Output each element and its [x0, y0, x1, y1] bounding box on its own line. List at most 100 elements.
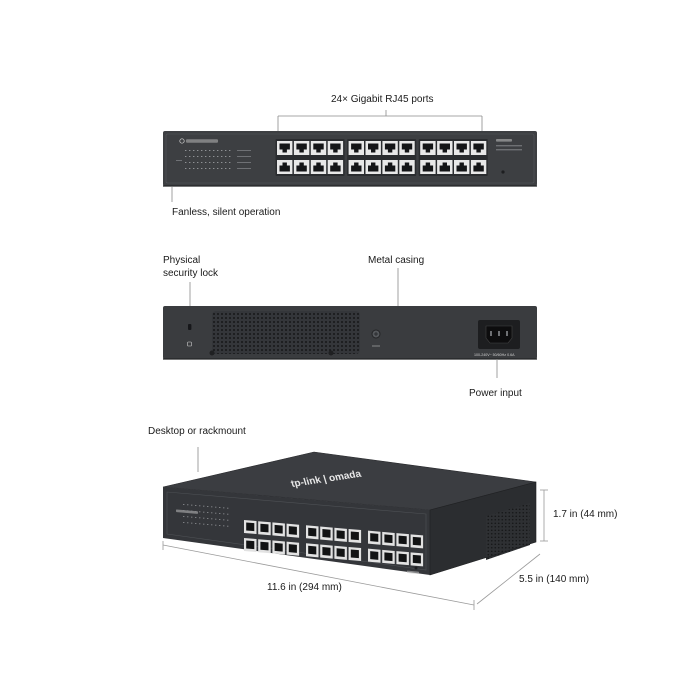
- iso-led: [203, 517, 205, 519]
- iso-led: [199, 523, 201, 525]
- rj45-port: [327, 160, 344, 174]
- rj45-port: [382, 160, 398, 174]
- rj45-port: [454, 141, 470, 155]
- iso-led: [195, 523, 197, 524]
- iso-rj45-port: [306, 525, 319, 540]
- iso-led: [203, 505, 205, 507]
- iso-model-label: [407, 570, 419, 575]
- iso-led: [195, 517, 197, 518]
- iso-led: [207, 524, 209, 525]
- iso-led: [199, 505, 201, 507]
- iso-led: [227, 525, 229, 527]
- iso-rj45-port: [396, 533, 409, 548]
- iso-rj45-port: [272, 540, 285, 555]
- iso-led: [223, 507, 225, 509]
- iso-led: [219, 525, 221, 526]
- iso-led: [227, 507, 229, 509]
- rj45-port: [437, 160, 453, 174]
- iso-rj45-port: [244, 519, 257, 535]
- iso-rj45-port: [368, 548, 381, 563]
- fanless-callout-label: Fanless, silent operation: [172, 207, 281, 218]
- rj45-port: [310, 160, 327, 174]
- iso-switch: tp-link | omada: [162, 447, 537, 576]
- mount-callout-label: Desktop or rackmount: [148, 426, 246, 437]
- rj45-port: [437, 141, 453, 155]
- iso-led: [207, 512, 209, 513]
- iso-led: [183, 504, 185, 505]
- iso-led: [207, 518, 209, 519]
- iso-led: [199, 517, 201, 519]
- rj45-port: [277, 141, 293, 155]
- iso-rj45-port: [286, 541, 300, 556]
- iso-rj45-port: [382, 549, 395, 564]
- iso-rj45-port: [258, 521, 271, 536]
- iso-rj45-port: [334, 545, 347, 560]
- iso-led: [191, 516, 193, 518]
- ports-callout-bracket: [277, 110, 483, 134]
- iso-top-surface: [163, 452, 536, 510]
- iso-led: [219, 507, 221, 508]
- iso-led: [183, 522, 185, 523]
- iso-port-array: [244, 519, 424, 567]
- rj45-port: [382, 141, 398, 155]
- iso-led: [195, 505, 197, 506]
- iso-led: [215, 512, 217, 514]
- iso-led: [215, 524, 217, 526]
- iso-led: [183, 510, 185, 511]
- iso-led: [227, 513, 229, 515]
- rj45-port: [348, 160, 364, 174]
- rj45-port: [293, 160, 310, 174]
- front-model-label: [496, 139, 512, 142]
- power-inlet: [478, 320, 520, 349]
- iso-led: [191, 522, 193, 524]
- rj45-port: [327, 141, 344, 155]
- rj45-port: [310, 141, 327, 155]
- iso-rj45-port: [258, 539, 271, 554]
- iso-rj45-port: [348, 528, 362, 544]
- security-lock-callout-label: Physical security lock: [163, 255, 219, 279]
- iso-led: [199, 511, 201, 513]
- iso-rj45-port: [410, 534, 424, 549]
- rear-vent-grille: [212, 311, 360, 354]
- port-group: [347, 139, 417, 176]
- iso-led: [203, 523, 205, 525]
- rj45-port: [293, 141, 310, 155]
- rj45-port: [365, 160, 381, 174]
- iso-led: [219, 513, 221, 514]
- iso-led: [187, 522, 189, 524]
- rear-screw-left: [209, 350, 215, 356]
- iso-led-matrix: [183, 504, 229, 527]
- rj45-port: [399, 141, 415, 155]
- front-led-matrix: [176, 150, 251, 169]
- dimension-lines: [162, 489, 548, 610]
- front-brand-logo: [179, 138, 218, 144]
- front-port-array: [275, 139, 488, 176]
- port-group: [418, 139, 488, 176]
- iso-rj45-port: [334, 527, 347, 542]
- iso-rj45-port: [286, 523, 300, 538]
- rj45-port: [365, 141, 381, 155]
- iso-led: [211, 512, 213, 514]
- iso-rj45-port: [320, 544, 333, 559]
- iso-rj45-port: [382, 531, 395, 546]
- iso-rj45-port: [306, 543, 319, 558]
- iso-led: [203, 511, 205, 513]
- iso-led: [223, 513, 225, 515]
- rj45-port: [470, 141, 487, 155]
- iso-led: [187, 504, 189, 506]
- depth-dimension-label: 5.5 in (140 mm): [519, 574, 590, 585]
- iso-led: [223, 525, 225, 527]
- iso-rj45-port: [320, 526, 333, 541]
- rj45-port: [454, 160, 470, 174]
- iso-side-face: [430, 482, 536, 575]
- iso-rj45-port: [348, 546, 362, 562]
- port-group: [275, 139, 345, 176]
- iso-led: [223, 519, 225, 521]
- iso-led: [191, 504, 193, 506]
- iso-led: [211, 524, 213, 526]
- iso-led: [207, 506, 209, 507]
- iso-rj45-port: [368, 530, 381, 545]
- iso-led: [211, 506, 213, 508]
- power-input-callout-label: Power input: [469, 388, 522, 399]
